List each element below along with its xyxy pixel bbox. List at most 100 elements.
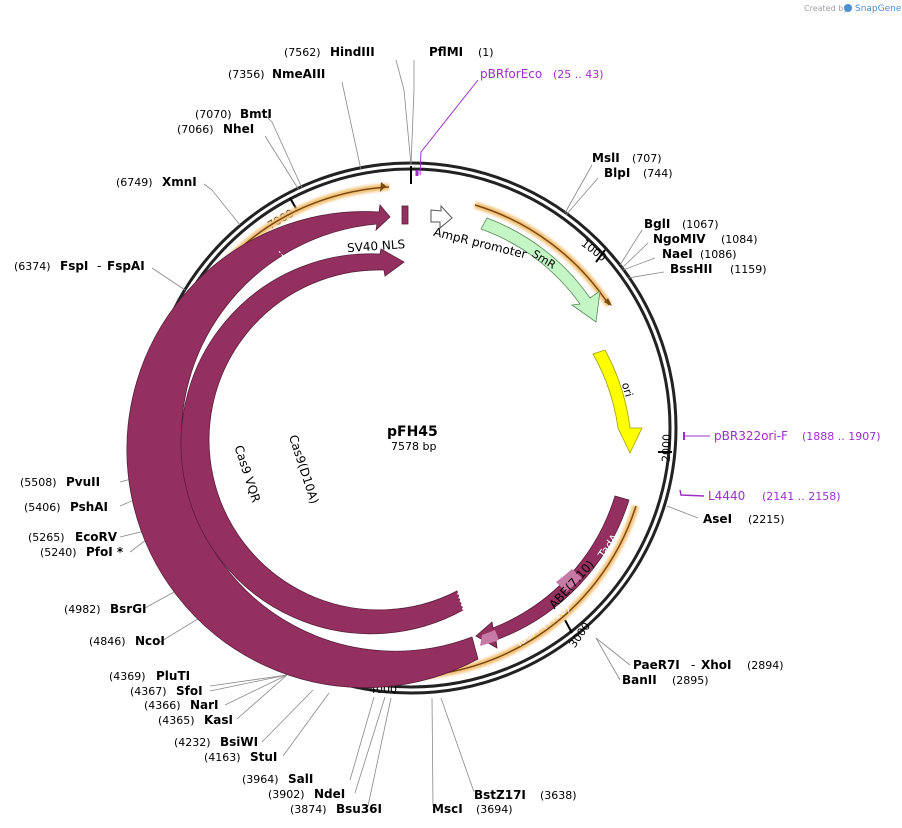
site-pshai-pos: (5406) [24,501,61,514]
ori-feature-arrow[interactable] [592,349,643,454]
site-bsu36i[interactable]: (3874) Bsu36I [290,802,382,816]
site-xmni[interactable]: (6749) XmnI [116,175,197,189]
site-nari-name: NarI [190,698,219,712]
site-pflmi-pos: (1) [478,46,494,59]
site-nari-pos: (4366) [144,699,181,712]
site-sfoi[interactable]: (4367) SfoI [130,684,203,698]
cas9-d10a-feature-arrow[interactable] [180,248,464,635]
site-asei[interactable]: AseI (2215) [703,512,785,526]
site-sali-name: SalI [288,772,313,786]
site-msci-pos: (3694) [476,803,513,816]
site-pluti-pos: (4369) [109,670,146,683]
site-pflmi[interactable]: PflMI (1) [429,45,494,59]
site-bstz17i-name: BstZ17I [474,788,526,802]
site-pfoi[interactable]: (5240) PfoI * [40,545,124,559]
site-nmeaiii-pos: (7356) [228,68,265,81]
site-banii-pos: (2895) [672,674,709,687]
site-blpi-pos: (744) [643,167,673,180]
site-naei[interactable]: NaeI (1086) [662,247,737,261]
site-sali-pos: (3964) [242,773,279,786]
site-bsu36i-name: Bsu36I [336,802,382,816]
site-naei-pos: (1086) [700,248,737,261]
site-bsrgi-name: BsrGI [110,602,147,616]
site-msci[interactable]: MscI (3694) [432,802,513,816]
site-stui[interactable]: (4163) StuI [204,750,277,764]
site-bsshii[interactable]: BssHII (1159) [670,262,767,276]
site-nari[interactable]: (4366) NarI [144,698,219,712]
site-asei-pos: (2215) [748,513,785,526]
site-nhei[interactable]: (7066) NheI [177,122,254,136]
site-bgli[interactable]: BglI (1067) [644,217,719,231]
site-pshai[interactable]: (5406) PshAI [24,500,108,514]
site-pfoi-name: PfoI * [86,545,124,559]
sv40-nls-feature[interactable] [401,205,409,225]
site-ndei-pos: (3902) [268,788,305,801]
site-bstz17i[interactable]: BstZ17I (3638) [474,788,577,802]
site-pvuii[interactable]: (5508) PvuII [20,475,100,489]
site-sali[interactable]: (3964) SalI [242,772,313,786]
site-pvuii-name: PvuII [66,475,100,489]
site-ecorv-pos: (5265) [28,531,65,544]
cas9-vqr-break [277,249,289,263]
primer-pbr322ori-f[interactable]: pBR322ori-F (1888 .. 1907) [683,429,881,443]
primer-pbrforeco-label: pBRforEco [480,67,542,81]
site-bmti-name: BmtI [240,107,272,121]
site-pluti-name: PluTI [156,669,190,683]
site-hindiii[interactable]: (7562) HindIII [284,45,375,59]
site-paer7i[interactable]: PaeR7I - XhoI (2894) [633,658,784,672]
site-bsrgi[interactable]: (4982) BsrGI [64,602,147,616]
site-banii[interactable]: BanII (2895) [622,673,709,687]
site-bgli-name: BglI [644,217,670,231]
site-fspi[interactable]: (6374) FspI - FspAI [14,259,145,273]
site-bsu36i-pos: (3874) [290,803,327,816]
sv40-nls-label: SV40 NLS [347,237,406,255]
primer-l4440[interactable]: L4440 (2141 .. 2158) [679,489,841,503]
primer-pbrforeco[interactable]: pBRforEco (25 .. 43) [415,67,604,176]
site-paer7i-pos: (2894) [747,659,784,672]
tada-star-segment [556,569,582,592]
site-stui-pos: (4163) [204,751,241,764]
site-hindiii-pos: (7562) [284,46,321,59]
site-msli[interactable]: MslI (707) [592,151,662,165]
cas9-vqr-feature-arrow[interactable] [126,204,479,688]
primer-l4440-pos: (2141 .. 2158) [762,490,841,503]
site-nmeaiii[interactable]: (7356) NmeAIII [228,67,325,81]
site-stui-name: StuI [250,750,277,764]
tick-2000: 2000 [660,434,674,462]
site-paer7i-separator: - [691,658,695,672]
site-pluti[interactable]: (4369) PluTI [109,669,190,683]
site-ngomiv[interactable]: NgoMIV (1084) [653,232,758,246]
tick-1000: 1000 [579,237,609,264]
site-paer7i-name: PaeR7I [633,658,680,672]
credit-brand[interactable]: SnapGene [855,4,902,14]
ampr-promoter-arrow[interactable] [430,204,453,230]
site-bsiwi-name: BsiWI [220,735,258,749]
site-msli-name: MslI [592,151,620,165]
site-ecorv[interactable]: (5265) EcoRV [28,530,118,544]
site-asei-name: AseI [703,512,732,526]
site-naei-name: NaeI [662,247,693,261]
site-fspi-name: FspI [60,259,88,273]
site-ngomiv-pos: (1084) [721,233,758,246]
snapgene-logo-icon [844,4,852,12]
site-blpi[interactable]: BlpI (744) [604,166,673,180]
site-nhei-pos: (7066) [177,123,214,136]
site-ndei[interactable]: (3902) NdeI [268,787,345,801]
site-bstz17i-pos: (3638) [540,789,577,802]
site-bsiwi[interactable]: (4232) BsiWI [174,735,258,749]
site-msci-name: MscI [432,802,463,816]
site-ncoi[interactable]: (4846) NcoI [89,634,165,648]
site-kasi[interactable]: (4365) KasI [158,713,233,727]
site-pflmi-name: PflMI [429,45,463,59]
site-hindiii-name: HindIII [330,45,375,59]
smr-feature-arrow[interactable] [480,217,601,323]
primer-pbr322ori-f-label: pBR322ori-F [714,429,788,443]
site-ecorv-name: EcoRV [75,530,118,544]
site-bmti[interactable]: (7070) BmtI [195,107,272,121]
site-msli-pos: (707) [632,152,662,165]
cas9-d10a-break [456,590,464,611]
site-ncoi-name: NcoI [135,634,165,648]
site-xhoi-name: XhoI [701,658,732,672]
cas9-d10a-label: Cas9(D10A) [286,433,321,506]
